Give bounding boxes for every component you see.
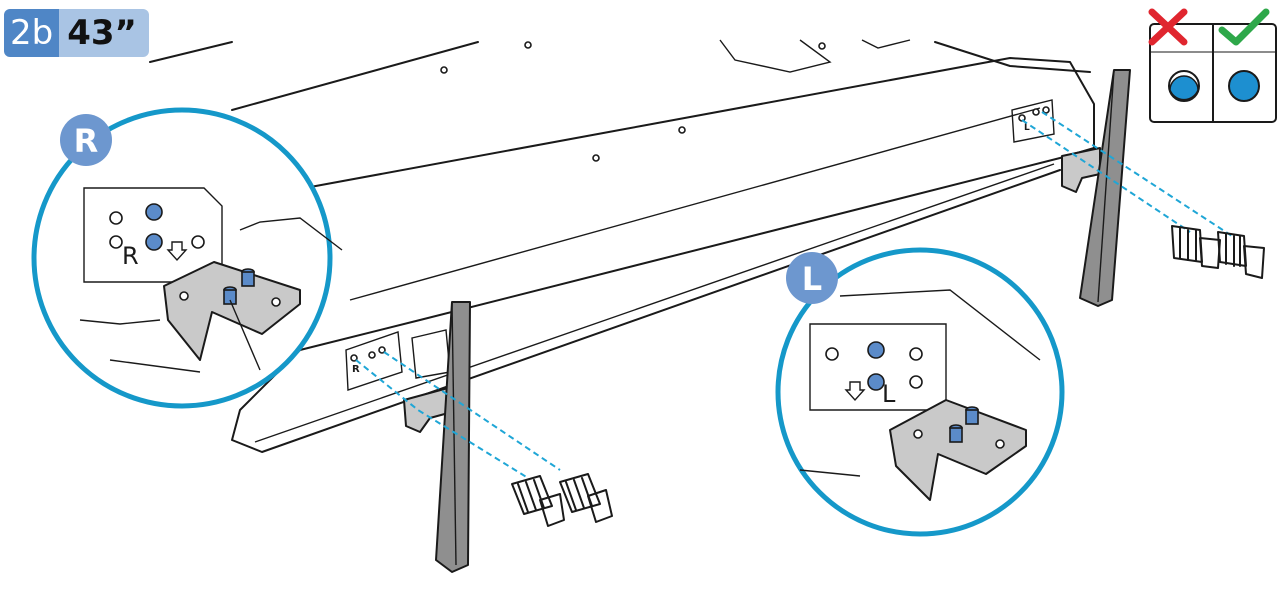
tv-bracket-left: L [1011, 99, 1055, 143]
tv-bracket-right: R [345, 329, 451, 391]
stand-leg-front [403, 301, 471, 573]
callout-left-mark: L [882, 380, 896, 408]
screw-4 [1217, 231, 1265, 279]
fit-legend [1148, 8, 1277, 123]
callout-right-label: R [74, 122, 99, 160]
arrow-down-icon [844, 381, 866, 402]
cross-icon [1148, 8, 1188, 46]
screw-1 [511, 475, 565, 527]
callout-left-label: L [802, 260, 822, 298]
right-fit-sample [1228, 70, 1260, 102]
step-number: 2b [4, 9, 60, 57]
bracket-mark-left: L [1024, 123, 1030, 133]
callout-right: R [31, 107, 343, 409]
screw-3 [1171, 225, 1221, 269]
check-icon [1218, 8, 1270, 46]
callout-left-badge: L [786, 252, 838, 304]
callout-left: L [775, 247, 1065, 537]
bracket-mark-right: R [352, 364, 360, 375]
step-badge: 2b 43” [4, 9, 149, 57]
wrong-fit-sample [1168, 70, 1200, 102]
guide-lines [355, 111, 1233, 479]
callout-right-mark: R [122, 242, 139, 270]
screw-2 [559, 473, 613, 523]
callout-right-badge: R [60, 114, 112, 166]
stand-leg-back [1061, 69, 1131, 307]
screen-size-label: 43” [59, 9, 149, 57]
arrow-down-icon [166, 241, 188, 262]
